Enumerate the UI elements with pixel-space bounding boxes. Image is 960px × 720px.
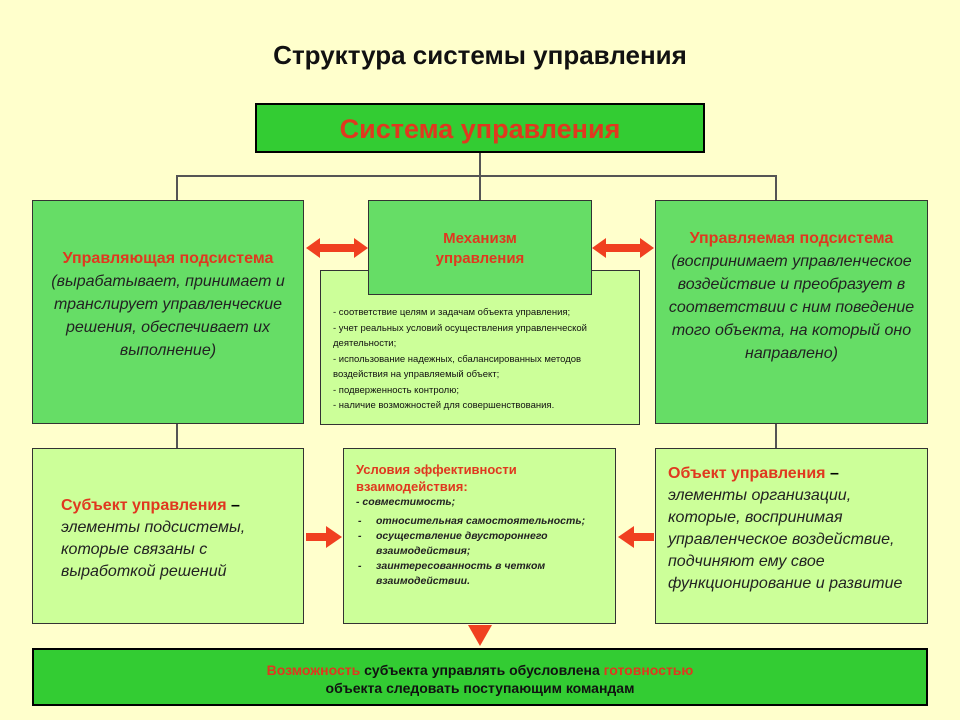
conclusion-line-2: объекта следовать поступающим командам [325,680,635,696]
object-text: элементы организации, которые, восприним… [668,487,903,592]
connector-left-lower [176,424,178,449]
conclusion-box: Возможность субъекта управлять обусловле… [32,648,928,706]
mechanism-item: - наличие возможностей для совершенствов… [333,400,555,411]
object-box: Объект управления – элементы организации… [655,448,928,624]
conditions-item: -относительная самостоятельность; [358,515,586,527]
conditions-heading: Условия эффективности взаимодействия: [356,462,517,494]
mechanism-item: - использование надежных, сбалансированн… [333,353,582,381]
mechanism-heading: Механизм управления [435,230,525,267]
conditions-first: - совместимость; [356,496,456,508]
connector-left-drop [176,175,178,201]
controlling-subsystem-text: (вырабатывает, принимает и транслирует у… [51,273,285,359]
managed-subsystem-text: (воспринимает управленческое воздействие… [668,253,915,362]
object-heading: Объект управления [668,465,826,482]
conditions-item: -заинтересованность в четком взаимодейст… [358,560,546,587]
connector-top-vertical [479,153,481,176]
conclusion-line-1: Возможность субъекта управлять обусловле… [266,662,694,678]
mechanism-item: - подверженность контролю; [333,384,459,396]
control-system-box: Система управления [255,103,705,153]
arrow-down-icon [468,625,492,646]
conditions-box: Условия эффективности взаимодействия: - … [343,448,616,624]
subject-heading: Субъект управления [61,497,227,514]
connector-right-drop [775,175,777,201]
conditions-item: -осуществление двустороннего взаимодейст… [358,530,548,557]
connector-right-lower [775,424,777,449]
mechanism-list-box: - соответствие целям и задачам объекта у… [320,270,640,425]
subject-dash: – [226,497,240,514]
subject-box: Субъект управления – элементы подсистемы… [32,448,304,624]
mechanism-item: - соответствие целям и задачам объекта у… [333,307,571,318]
arrow-right-icon [306,526,342,548]
managed-subsystem-box: Управляемая подсистема (воспринимает упр… [655,200,928,424]
conditions-list: -относительная самостоятельность; -осуще… [356,514,605,589]
arrow-left-icon [618,526,654,548]
managed-subsystem-heading: Управляемая подсистема [689,230,894,247]
mechanism-box: Механизм управления [368,200,592,295]
object-dash: – [825,465,839,482]
controlling-subsystem-box: Управляющая подсистема (вырабатывает, пр… [32,200,304,424]
subject-text: элементы подсистемы, которые связаны с в… [61,519,246,580]
connector-top-horizontal [176,175,776,177]
page-title: Структура системы управления [273,40,687,70]
controlling-subsystem-heading: Управляющая подсистема [62,250,274,267]
double-arrow-right-icon [592,238,654,258]
double-arrow-left-icon [306,238,368,258]
connector-center-drop [479,175,481,201]
mechanism-item: - учет реальных условий осуществления уп… [333,322,587,350]
